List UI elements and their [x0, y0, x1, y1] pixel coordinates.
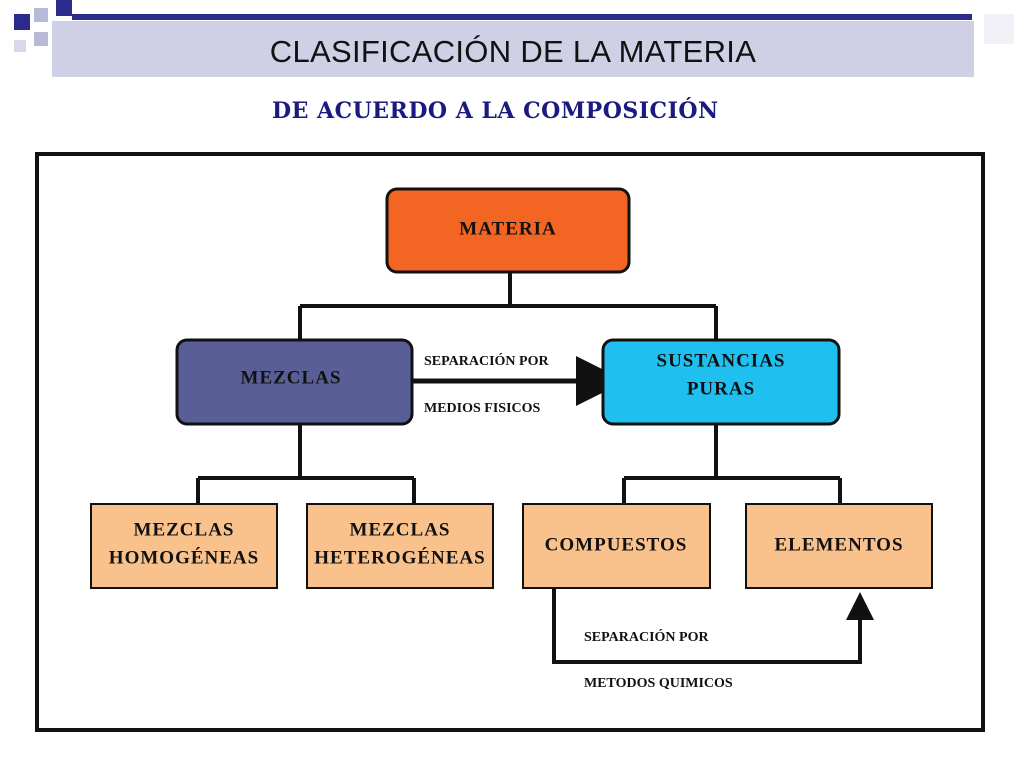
node-sustancias-puras: SUSTANCIAS PURAS [601, 338, 841, 426]
decorative-square [56, 0, 72, 16]
node-materia: MATERIA [385, 187, 631, 274]
page-subtitle: DE ACUERDO A LA COMPOSICIÓN [272, 98, 719, 124]
physical-separation-label: MEDIOS FISICOS [424, 401, 541, 416]
physical-separation-label: SEPARACIÓN POR [424, 352, 549, 369]
decorative-square [984, 14, 1014, 44]
node-label: MEZCLAS [134, 519, 235, 540]
page-title: CLASIFICACIÓN DE LA MATERIA [269, 34, 757, 69]
node-label: PURAS [687, 378, 755, 399]
node-label: MATERIA [459, 218, 556, 239]
connector-lines [196, 272, 842, 504]
node-mezclas-homogeneas: MEZCLAS HOMOGÉNEAS [90, 503, 278, 589]
node-compuestos: COMPUESTOS [522, 503, 711, 589]
chemical-separation-label: METODOS QUIMICOS [584, 676, 733, 691]
node-label: SUSTANCIAS [657, 350, 786, 371]
decorative-square [34, 8, 48, 22]
chemical-separation-label: SEPARACIÓN POR [584, 628, 709, 645]
decorative-square [34, 32, 48, 46]
node-label: COMPUESTOS [545, 534, 688, 555]
node-elementos: ELEMENTOS [745, 503, 933, 589]
decorative-line [72, 14, 972, 20]
chemical-separation-line [552, 588, 862, 664]
node-mezclas: MEZCLAS [175, 338, 414, 426]
node-label: HETEROGÉNEAS [314, 546, 485, 568]
node-label: MEZCLAS [241, 367, 342, 388]
node-label: HOMOGÉNEAS [109, 546, 259, 568]
decorative-square [14, 40, 26, 52]
title-bar: CLASIFICACIÓN DE LA MATERIA [52, 21, 974, 77]
node-label: MEZCLAS [350, 519, 451, 540]
chemical-separation-arrowhead [846, 592, 874, 620]
node-mezclas-heterogeneas: MEZCLAS HETEROGÉNEAS [306, 503, 494, 589]
decorative-square [14, 14, 30, 30]
node-label: ELEMENTOS [774, 534, 903, 555]
